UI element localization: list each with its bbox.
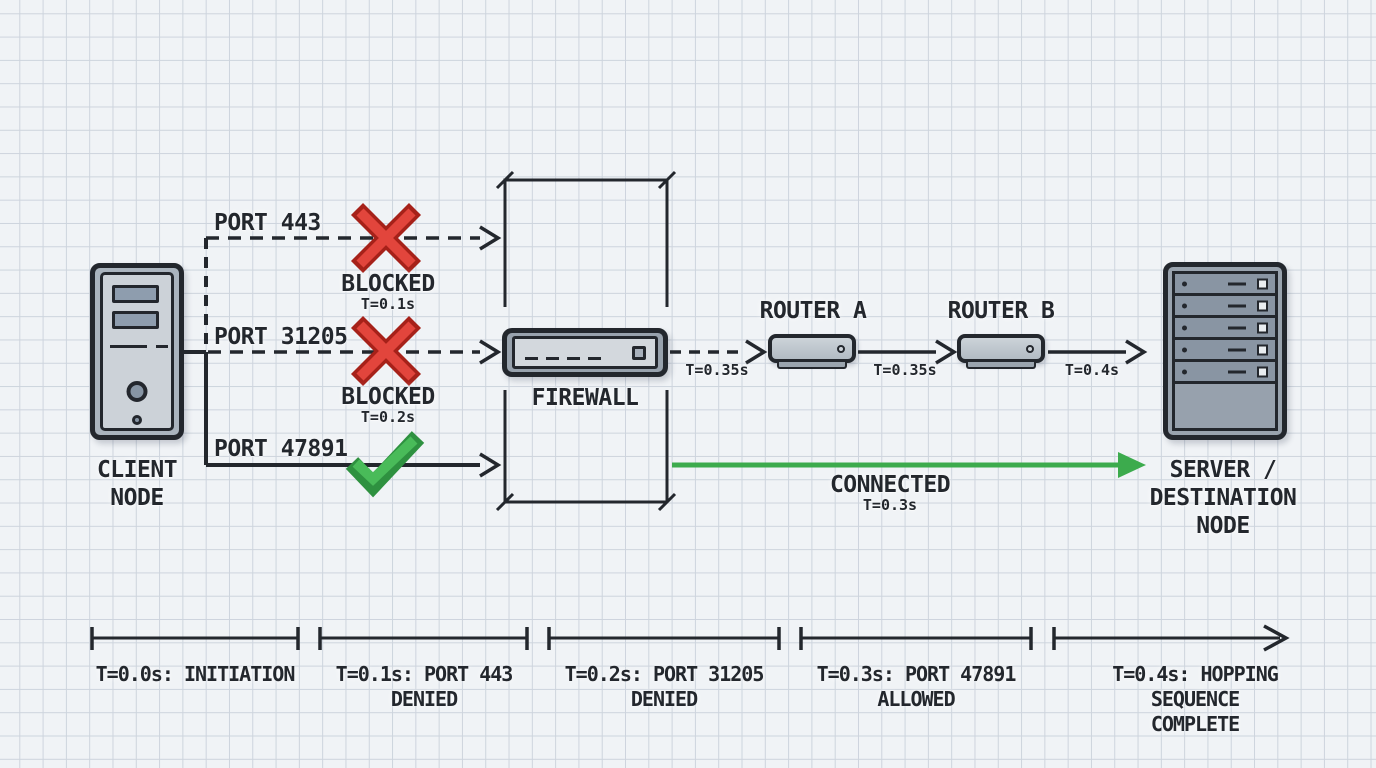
drive-bay-icon	[112, 311, 159, 329]
firewall-to-router-a-arrowhead	[745, 339, 768, 365]
blocked-time-label: T=0.1s	[360, 295, 416, 313]
router-a-base	[777, 362, 847, 369]
power-button-icon	[126, 381, 148, 402]
timeline-event: T=0.3s: PORT 47891 ALLOWED	[816, 662, 1017, 712]
firewall-top-bracket	[495, 170, 677, 307]
blocked-status-label: BLOCKED	[341, 271, 435, 297]
timeline-event: T=0.4s: HOPPING SEQUENCE COMPLETE	[1105, 662, 1286, 737]
hop-time-label: T=0.4s	[1064, 361, 1120, 379]
timeline-event-text: T=0.2s: PORT 31205	[564, 662, 765, 686]
client-node-label: CLIENT	[96, 457, 178, 483]
firewall-port-icon	[632, 345, 646, 360]
timeline-event: T=0.1s: PORT 443 DENIED	[335, 662, 514, 712]
connected-status-label: CONNECTED	[829, 472, 951, 498]
panel-slot-dash	[156, 345, 168, 348]
rack-slot-icon	[1175, 340, 1275, 362]
client-node-icon	[90, 263, 184, 440]
firewall-front-panel	[512, 336, 658, 369]
firewall-label: FIREWALL	[531, 385, 639, 411]
hop-time-label: T=0.35s	[685, 361, 749, 379]
port-47891-arrowhead	[479, 452, 502, 478]
timeline-event-text: T=0.3s: PORT 47891	[816, 662, 1017, 686]
drive-bay-icon	[112, 285, 159, 303]
blocked-x-icon	[350, 315, 422, 387]
timeline-event-text2: DENIED	[630, 687, 698, 711]
blocked-x-icon	[350, 202, 422, 274]
timeline-event-text: T=0.1s: PORT 443	[335, 662, 514, 686]
rack-slot-icon	[1175, 362, 1275, 384]
timeline-axis	[90, 624, 1290, 652]
port-443-arrowhead	[479, 225, 502, 251]
power-led-icon	[132, 415, 142, 425]
timeline-event-text2: ALLOWED	[877, 687, 955, 711]
router-led-icon	[837, 344, 845, 353]
bracket-tick-marks	[495, 492, 677, 512]
router-b-label: ROUTER B	[947, 298, 1055, 324]
client-node-label2: NODE	[110, 485, 164, 511]
server-node-label2: DESTINATION	[1149, 485, 1297, 511]
router-a-icon	[768, 334, 856, 363]
connected-arrowhead	[1118, 452, 1146, 478]
timeline-event-text: T=0.4s: HOPPING SEQUENCE	[1112, 662, 1279, 711]
hop-time-label: T=0.35s	[873, 361, 937, 379]
port-47891-label: PORT 47891	[214, 436, 348, 462]
server-node-icon	[1163, 262, 1287, 440]
client-node-front-panel	[100, 272, 174, 431]
port-443-label: PORT 443	[214, 210, 321, 236]
port-31205-label: PORT 31205	[214, 324, 348, 350]
firewall-bottom-bracket	[495, 390, 677, 512]
server-node-label: SERVER /	[1169, 457, 1277, 483]
connected-time-label: T=0.3s	[862, 496, 918, 514]
timeline-event-text2: DENIED	[390, 687, 458, 711]
server-node-label3: NODE	[1196, 513, 1250, 539]
port-31205-arrowhead	[479, 339, 502, 365]
firewall-vent-dashes	[525, 357, 601, 360]
timeline-tick-marks	[90, 627, 1056, 650]
bracket-tick-marks	[495, 170, 677, 190]
timeline-event-text: T=0.0s: INITIATION	[95, 662, 296, 686]
blocked-time-label: T=0.2s	[360, 408, 416, 426]
timeline-event-text2: COMPLETE	[1150, 712, 1240, 736]
router-b-base	[966, 362, 1036, 369]
timeline-arrowhead	[1263, 624, 1290, 652]
connected-arrow	[672, 452, 1146, 478]
blocked-status-label: BLOCKED	[341, 384, 435, 410]
firewall-icon	[502, 328, 668, 377]
router-led-icon	[1026, 344, 1034, 353]
server-rack-panel	[1172, 271, 1278, 431]
rack-slot-icon	[1175, 296, 1275, 318]
router-b-icon	[957, 334, 1045, 363]
router-a-to-router-b-arrowhead	[935, 339, 958, 365]
rack-slot-icon	[1175, 318, 1275, 340]
allowed-check-icon	[345, 431, 425, 498]
rack-slot-icon	[1175, 274, 1275, 296]
router-b-to-server-arrowhead	[1125, 339, 1148, 365]
router-a-label: ROUTER A	[759, 298, 867, 324]
timeline-event: T=0.0s: INITIATION	[95, 662, 296, 687]
panel-slot-line	[110, 345, 147, 348]
timeline-event: T=0.2s: PORT 31205 DENIED	[564, 662, 765, 712]
